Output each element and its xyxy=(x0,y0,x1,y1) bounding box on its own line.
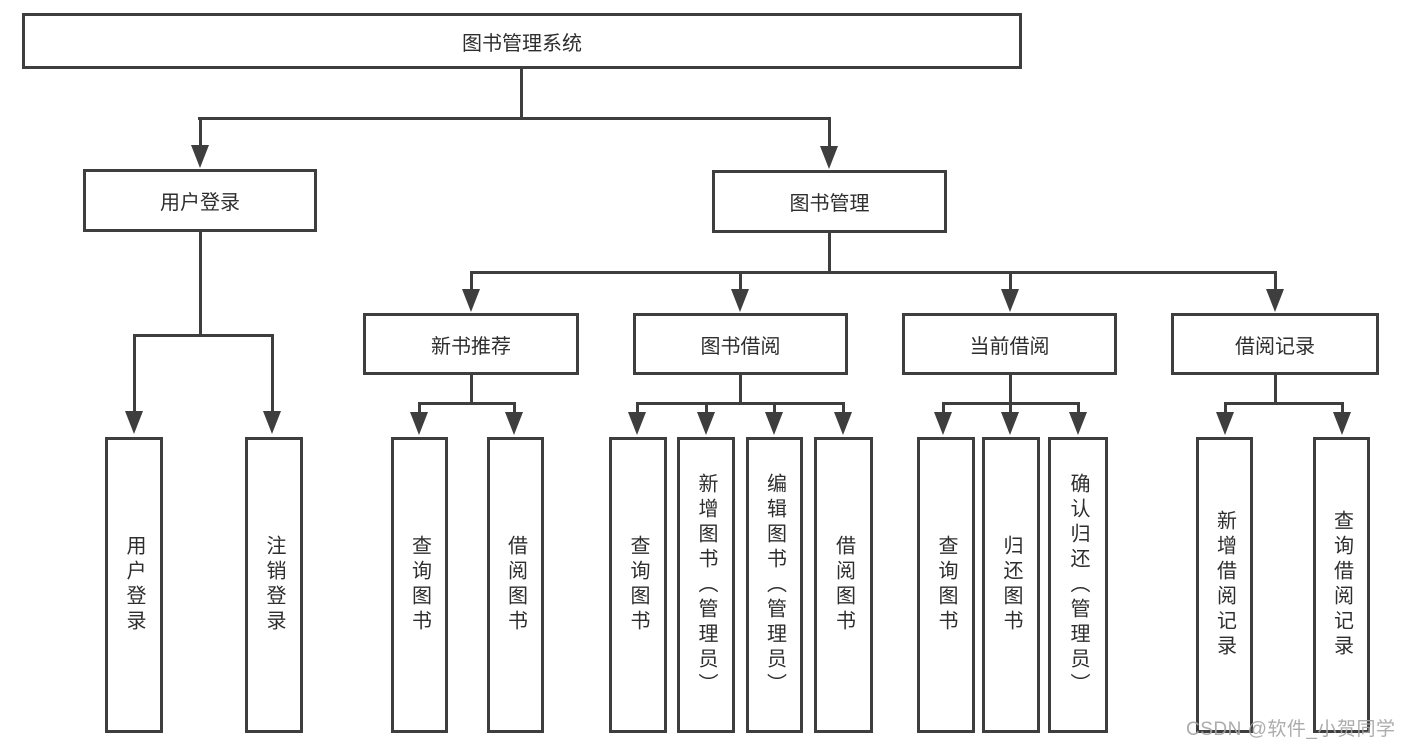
down-arrowhead-icon xyxy=(410,412,428,435)
node-current-borrow: 当前借阅 xyxy=(902,313,1117,375)
leaf-edit-book-admin: 编辑图书（管理员） xyxy=(746,437,803,733)
connector-stem xyxy=(1008,271,1012,292)
node-user-login: 用户登录 xyxy=(83,169,317,232)
down-arrowhead-icon xyxy=(834,412,852,435)
leaf-logout-login: 注销登录 xyxy=(245,437,303,733)
node-label: 归还图书 xyxy=(1000,535,1022,635)
down-arrowhead-icon xyxy=(1001,412,1019,435)
node-root: 图书管理系统 xyxy=(22,13,1022,69)
node-label: 新书推荐 xyxy=(431,335,511,358)
connector-stem xyxy=(198,231,202,337)
down-arrowhead-icon xyxy=(125,411,143,434)
connector-bar xyxy=(635,402,845,405)
down-arrowhead-icon xyxy=(263,411,281,434)
node-label: 借阅图书 xyxy=(832,535,855,635)
leaf-user-login: 用户登录 xyxy=(105,437,163,733)
connector-stem xyxy=(417,402,421,416)
down-arrowhead-icon xyxy=(1333,412,1351,435)
connector-stem xyxy=(132,334,136,414)
leaf-query-books-1: 查询图书 xyxy=(391,437,448,733)
node-label: 新增图书（管理员） xyxy=(695,472,717,698)
node-label: 图书管理 xyxy=(789,193,870,215)
node-label: 编辑图书（管理员） xyxy=(763,472,786,698)
leaf-borrow-books-2: 借阅图书 xyxy=(814,437,873,733)
down-arrowhead-icon xyxy=(934,412,952,435)
leaf-query-borrow-record: 查询借阅记录 xyxy=(1313,437,1370,733)
connector-stem xyxy=(1008,375,1012,405)
connector-stem xyxy=(1076,402,1080,416)
node-label: 查询图书 xyxy=(408,535,431,635)
connector-stem xyxy=(941,402,945,416)
connector-stem xyxy=(841,402,845,416)
connector-stem xyxy=(738,271,742,292)
leaf-confirm-return-admin: 确认归还（管理员） xyxy=(1048,437,1108,733)
node-label: 当前借阅 xyxy=(969,335,1050,358)
connector-stem xyxy=(704,402,708,416)
node-label: 新增借阅记录 xyxy=(1213,510,1236,660)
connector-stem xyxy=(198,117,202,149)
node-book-management: 图书管理 xyxy=(712,170,947,233)
leaf-add-book-admin: 新增图书（管理员） xyxy=(677,437,735,733)
node-label: 图书管理系统 xyxy=(462,32,582,55)
node-label: 注销登录 xyxy=(263,535,285,635)
down-arrowhead-icon xyxy=(628,412,646,435)
connector-stem xyxy=(1273,375,1277,405)
watermark: CSDN @软件_小贺同学 xyxy=(1186,719,1396,740)
connector-stem xyxy=(635,402,639,416)
connector-stem xyxy=(469,375,473,405)
connector-stem xyxy=(469,271,473,292)
down-arrowhead-icon xyxy=(1216,412,1234,435)
connector-stem xyxy=(1008,402,1012,416)
down-arrowhead-icon xyxy=(820,146,838,169)
node-label: 借阅图书 xyxy=(504,535,527,635)
connector-bar xyxy=(132,334,274,337)
down-arrowhead-icon xyxy=(697,412,715,435)
down-arrowhead-icon xyxy=(1001,289,1019,312)
connector-stem xyxy=(1340,402,1344,416)
node-label: 查询借阅记录 xyxy=(1330,510,1353,660)
down-arrowhead-icon xyxy=(1069,412,1087,435)
connector-stem xyxy=(512,402,516,416)
node-borrow-records: 借阅记录 xyxy=(1171,313,1379,375)
node-label: 用户登录 xyxy=(160,192,240,214)
connector-stem xyxy=(827,117,831,149)
leaf-return-book: 归还图书 xyxy=(982,437,1040,733)
connector-bar xyxy=(469,271,1277,274)
connector-stem xyxy=(772,402,776,416)
down-arrowhead-icon xyxy=(191,145,209,168)
node-label: 查询图书 xyxy=(935,535,957,635)
leaf-add-borrow-record: 新增借阅记录 xyxy=(1196,437,1253,733)
node-label: 用户登录 xyxy=(123,535,145,635)
connector-stem xyxy=(1223,402,1227,416)
leaf-query-books-3: 查询图书 xyxy=(917,437,975,733)
connector-bar xyxy=(417,402,516,405)
connector-bar xyxy=(197,117,831,120)
connector-bar xyxy=(1223,402,1344,405)
down-arrowhead-icon xyxy=(505,412,523,435)
leaf-borrow-books-1: 借阅图书 xyxy=(487,437,544,733)
node-label: 借阅记录 xyxy=(1235,335,1315,358)
down-arrowhead-icon xyxy=(462,289,480,312)
node-new-book-recommend: 新书推荐 xyxy=(363,313,579,375)
connector-stem xyxy=(827,233,831,274)
node-label: 查询图书 xyxy=(627,535,649,635)
node-label: 图书借阅 xyxy=(700,335,781,358)
connector-stem xyxy=(1273,271,1277,292)
node-label: 确认归还（管理员） xyxy=(1067,472,1089,698)
down-arrowhead-icon xyxy=(765,412,783,435)
leaf-query-books-2: 查询图书 xyxy=(609,437,667,733)
connector-stem xyxy=(738,375,742,405)
down-arrowhead-icon xyxy=(731,289,749,312)
connector-stem xyxy=(519,68,523,119)
node-book-borrow: 图书借阅 xyxy=(633,313,848,375)
connector-stem xyxy=(270,334,274,414)
down-arrowhead-icon xyxy=(1266,289,1284,312)
